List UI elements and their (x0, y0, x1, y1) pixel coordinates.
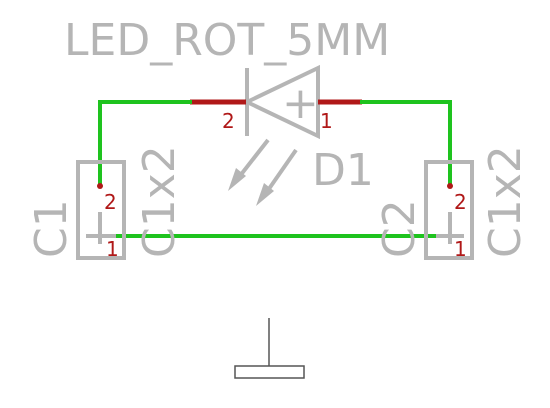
c1-designator: C1 (26, 199, 77, 258)
c2-body (424, 160, 474, 260)
c1-pin-1-label: 1 (106, 237, 119, 261)
c1-pin-2-label: 2 (104, 190, 117, 214)
led-symbol[interactable]: + D1 (228, 64, 374, 206)
c1-pin2-dot[interactable] (97, 183, 103, 189)
ground-symbol-icon (234, 318, 305, 379)
c2-designator: C2 (374, 199, 425, 258)
c1-value: C1x2 (134, 145, 185, 258)
c2-value: C1x2 (480, 145, 531, 258)
led-polarity-mark: + (282, 78, 319, 129)
c2-pin2-dot[interactable] (447, 183, 453, 189)
led-pin-1-label: 1 (320, 109, 333, 133)
net-wires[interactable] (98, 100, 452, 238)
led-emission-arrows-icon (228, 138, 298, 206)
connector-c2[interactable]: 2 1 C2 C1x2 (374, 145, 531, 261)
c2-pin-1-label: 1 (454, 237, 467, 261)
led-designator: D1 (312, 145, 374, 196)
led-value-label: LED_ROT_5MM (64, 15, 390, 66)
connector-c1[interactable]: 2 1 C1 C1x2 (26, 145, 185, 261)
led-pin-2-label: 2 (222, 109, 235, 133)
c2-pin-2-label: 2 (454, 190, 467, 214)
c1-body (76, 160, 126, 260)
